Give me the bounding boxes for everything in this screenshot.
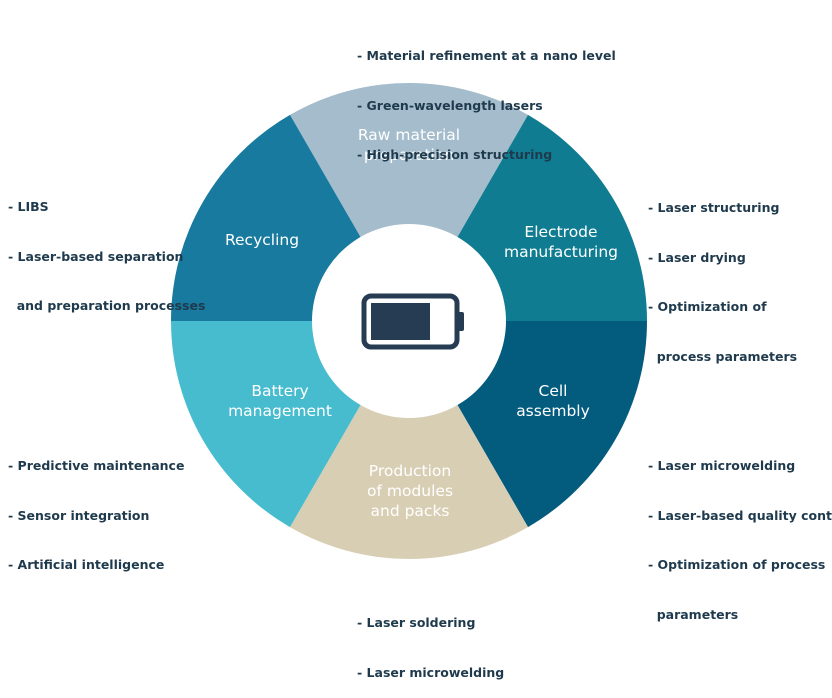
segment-raw: [290, 83, 528, 321]
battery-icon: [361, 293, 464, 350]
segment-modules: [290, 321, 528, 559]
note-modules: - Laser soldering - Laser microwelding: [357, 615, 505, 680]
segment-label-recycling: Recycling: [225, 231, 299, 249]
note-cell-assembly: - Laser microwelding - Laser-based quali…: [648, 458, 832, 622]
note-raw-material: - Material refinement at a nano level - …: [357, 48, 616, 162]
note-battery-management: - Predictive maintenance - Sensor integr…: [8, 458, 185, 572]
note-recycling: - LIBS - Laser-based separation and prep…: [8, 199, 206, 313]
note-electrode: - Laser structuring - Laser drying - Opt…: [648, 200, 798, 364]
